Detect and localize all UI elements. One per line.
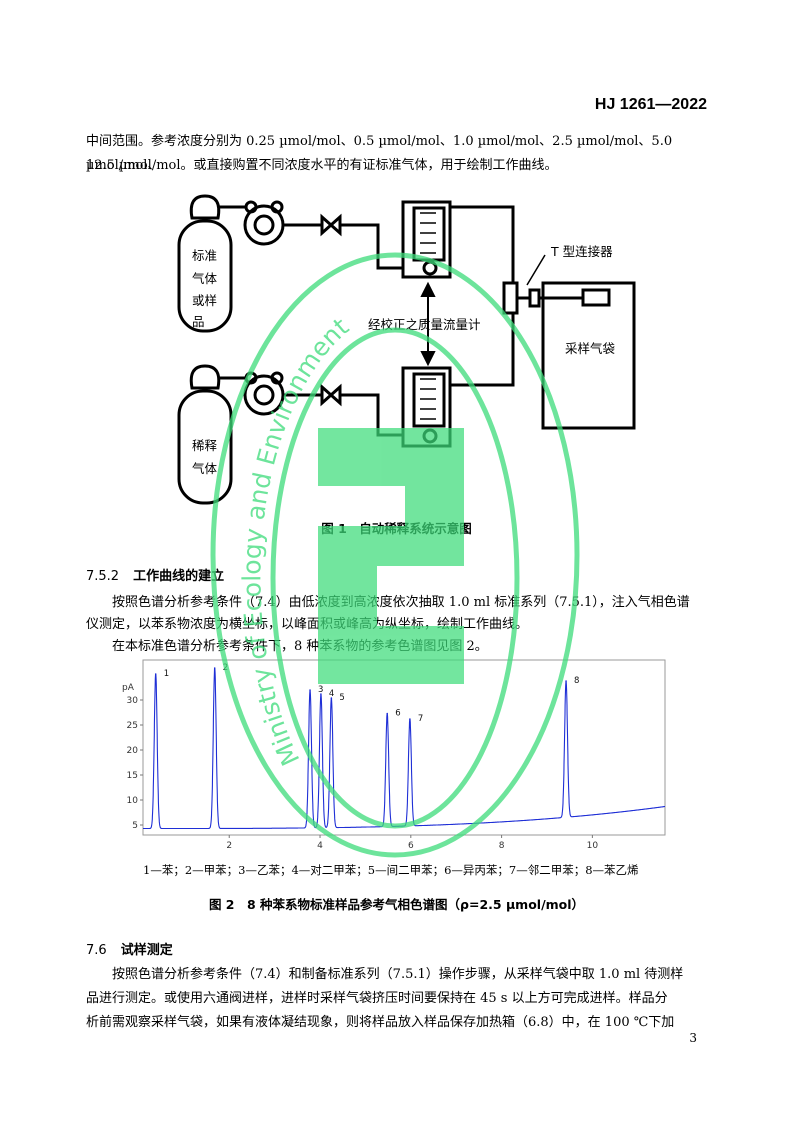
section-752-number: 7.5.2 <box>86 569 120 584</box>
peak-3 <box>309 689 311 691</box>
section-76-number: 7.6 <box>86 943 107 958</box>
bottom-cylinder-label-1: 稀释 <box>192 438 218 453</box>
section-752-title: 工作曲线的建立 <box>133 569 225 584</box>
chromatogram-trace <box>143 667 665 830</box>
bottom-cylinder-label-2: 气体 <box>192 461 218 476</box>
peak-6 <box>386 712 389 715</box>
page-number: 3 <box>689 1031 697 1045</box>
peak-label-2: 2 <box>223 663 228 673</box>
peak-1 <box>154 673 157 675</box>
t-connector-label: T 型连接器 <box>550 244 613 259</box>
peak-2 <box>213 667 216 669</box>
intro-line-2: 12.5 µmol/mol。或直接购置不同浓度水平的有证标准气体，用于绘制工作曲… <box>86 158 558 173</box>
bottom-valve-icon <box>320 383 342 407</box>
top-cylinder-label-4: 品 <box>192 314 205 329</box>
figure-2-legend: 1—苯；2—甲苯；3—乙苯；4—对二甲苯；5—间二甲苯；6—异丙苯；7—邻二甲苯… <box>143 863 639 877</box>
peak-label-5: 5 <box>339 693 344 703</box>
peak-label-6: 6 <box>395 709 400 719</box>
dilution-system-diagram: 标准 气体 或样 品 稀释 气体 T 型连接器 经校正之质量流量计 采样气袋 <box>177 194 636 505</box>
x-tick-label-4: 10 <box>587 841 599 851</box>
y-tick-label-4: 25 <box>127 721 138 731</box>
top-cylinder-label-2: 气体 <box>192 271 218 286</box>
y-tick-label-3: 20 <box>127 746 139 756</box>
y-tick-label-1: 10 <box>127 796 139 806</box>
section-752-para1-line1: 按照色谱分析参考条件（7.4）由低浓度到高浓度依次抽取 1.0 ml 标准系列（… <box>112 595 690 610</box>
section-76-line3: 析前需观察采样气袋，如果有液体凝结现象，则将样品放入样品保存加热箱（6.8）中，… <box>86 1015 675 1030</box>
section-76-heading: 7.6 试样测定 <box>86 939 173 958</box>
top-cylinder-label-1: 标准 <box>192 248 217 263</box>
peak-4 <box>320 693 322 695</box>
top-cylinder-label-3: 或样 <box>192 293 217 308</box>
plot-frame <box>142 659 666 836</box>
section-752-para2: 在本标准色谱分析参考条件下，8 种苯系物的参考色谱图见图 2。 <box>112 639 488 654</box>
figure-1-caption: 图 1 自动稀释系统示意图 <box>321 521 472 536</box>
peak-5 <box>330 697 333 699</box>
peak-label-8: 8 <box>574 676 579 686</box>
mfc-label: 经校正之质量流量计 <box>368 317 481 332</box>
peak-8 <box>565 680 567 682</box>
y-axis-label: pA <box>122 683 135 693</box>
section-752-para1-line2: 仪测定，以苯系物浓度为横坐标，以峰面积或峰高为纵坐标，绘制工作曲线。 <box>86 617 529 632</box>
peak-7 <box>409 718 411 720</box>
bottom-cylinder-cap <box>189 364 221 390</box>
peak-label-7: 7 <box>418 714 423 724</box>
y-tick-label-5: 30 <box>127 696 139 706</box>
x-tick-label-2: 6 <box>408 841 414 851</box>
standard-number: HJ 1261—2022 <box>594 96 707 113</box>
t-connector-icon <box>502 281 519 315</box>
y-tick-label-2: 15 <box>127 771 138 781</box>
peak-label-1: 1 <box>164 669 169 679</box>
section-76-line2: 品进行测定。或使用六通阀进样，进样时采样气袋挤压时间要保持在 45 s 以上方可… <box>86 991 668 1006</box>
sampling-bag-label: 采样气袋 <box>565 341 616 356</box>
x-tick-label-0: 2 <box>226 841 232 851</box>
figure-2-caption: 图 2 8 种苯系物标准样品参考气相色谱图（ρ=2.5 µmol/mol） <box>208 897 585 912</box>
section-76-line1: 按照色谱分析参考条件（7.4）和制备标准系列（7.5.1）操作步骤，从采样气袋中… <box>112 967 684 982</box>
x-tick-label-3: 8 <box>499 841 505 851</box>
section-76-title: 试样测定 <box>120 943 173 958</box>
intro-line-1: 中间范围。参考浓度分别为 0.25 µmol/mol、0.5 µmol/mol、… <box>86 134 673 173</box>
top-valve-icon <box>320 213 342 237</box>
section-752-heading: 7.5.2 工作曲线的建立 <box>86 565 224 584</box>
bag-inlet-icon <box>581 288 611 307</box>
top-cylinder-cap <box>189 194 221 220</box>
y-tick-label-0: 5 <box>132 821 138 831</box>
x-tick-label-1: 4 <box>317 841 323 851</box>
